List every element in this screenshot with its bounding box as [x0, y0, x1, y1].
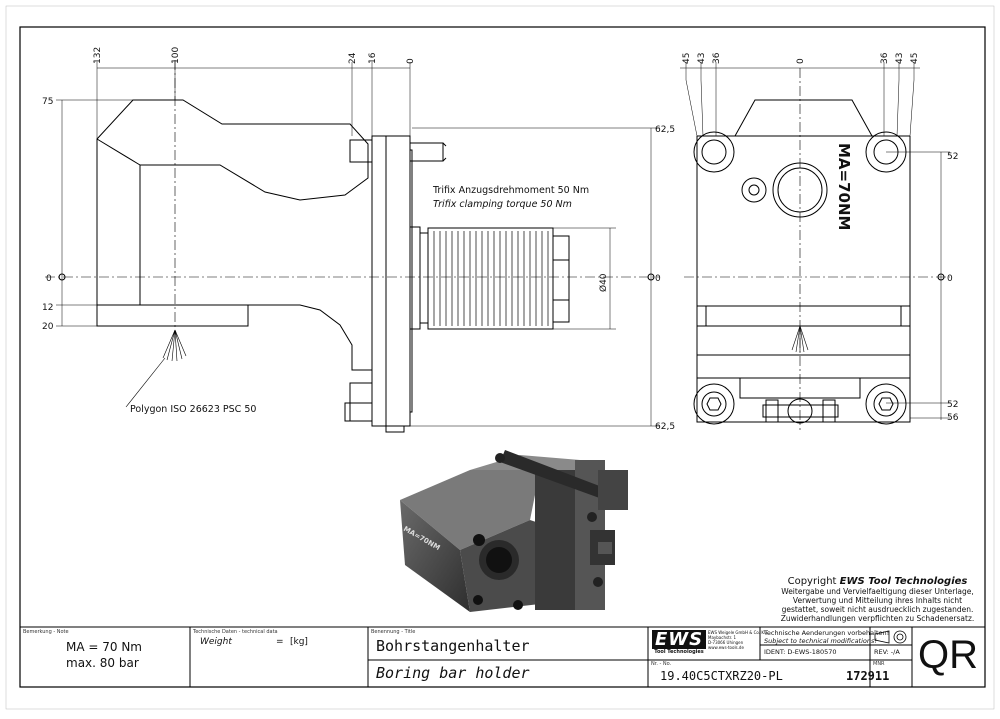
- qr-label: QR: [918, 633, 978, 677]
- part-number: 19.40C5CTXRZ20-PL: [660, 669, 783, 683]
- dim-52-bottom: 52: [947, 400, 958, 410]
- dim-62-5-bottom: 62,5: [655, 422, 675, 432]
- weight-eq: =: [276, 637, 284, 647]
- dim-24: 24: [348, 52, 358, 64]
- change-note-en: Subject to technical modifications!: [764, 637, 877, 645]
- dim-52-top: 52: [947, 152, 958, 162]
- dim-62-5-top: 62,5: [655, 125, 675, 135]
- side-view-dimensions: [56, 62, 660, 427]
- copyright-line: Weitergabe und Vervielfaeltigung dieser …: [781, 587, 974, 596]
- company-address: EWS Weigele GmbH & Co. KG Maybachstr. 1 …: [708, 630, 768, 650]
- dim-45-left: 45: [682, 53, 692, 64]
- dim-20: 20: [42, 322, 54, 332]
- body-engraving: MA=70NM: [835, 143, 853, 230]
- dim-75: 75: [42, 97, 53, 107]
- note-label: Bemerkung - Note: [23, 629, 69, 635]
- dim-36-right: 36: [880, 52, 890, 64]
- copyright-line: gestattet, soweit nicht ausdruecklich zu…: [781, 605, 974, 614]
- dim-0-mid: 0: [655, 274, 661, 284]
- change-note-de: Technische Aenderungen vorbehalten!: [764, 629, 890, 637]
- weight-unit: [kg]: [290, 637, 308, 647]
- mnr-label: MNR: [873, 661, 885, 667]
- title-en: Boring bar holder: [376, 664, 530, 682]
- title-de: Bohrstangenhalter: [376, 637, 530, 655]
- dim-0-far: 0: [947, 274, 953, 284]
- copyright-line: Verwertung und Mitteilung ihres Inhalts …: [792, 596, 963, 605]
- copyright-title: Copyright EWS Tool Technologies: [787, 576, 968, 587]
- tech-data-label: Technische Daten - technical data: [193, 629, 278, 635]
- front-view: [684, 68, 950, 430]
- polygon-label: Polygon ISO 26623 PSC 50: [130, 404, 256, 415]
- title-block-grid: [20, 626, 985, 687]
- dim-43-left: 43: [697, 53, 707, 64]
- ews-logo: EWS Tool Technologies: [652, 630, 706, 656]
- dim-diameter: Ø40: [598, 273, 609, 292]
- front-view-dimensions: [680, 62, 950, 420]
- dim-0-top: 0: [406, 58, 416, 64]
- note-line-2: max. 80 bar: [66, 656, 139, 670]
- copyright-line: Zuwiderhandlungen verpflichten zu Schade…: [780, 614, 975, 623]
- dim-0-front: 0: [796, 58, 806, 64]
- mnr-number: 172911: [846, 669, 890, 683]
- name-label: Benennung - Title: [371, 629, 416, 635]
- copyright-block: Copyright EWS Tool Technologies Weiterga…: [770, 576, 985, 623]
- dim-100: 100: [171, 47, 181, 64]
- dim-36-left: 36: [712, 52, 722, 64]
- dim-45-right: 45: [910, 53, 920, 64]
- side-view: [45, 60, 660, 433]
- torque-note-en: Trifix clamping torque 50 Nm: [433, 199, 572, 210]
- ident: IDENT: D-EWS-180570: [764, 648, 837, 656]
- dim-12: 12: [42, 303, 53, 313]
- dim-43-right: 43: [895, 53, 905, 64]
- torque-note-de: Trifix Anzugsdrehmoment 50 Nm: [432, 185, 589, 196]
- iso-view-3d: MA=70NM: [400, 450, 628, 612]
- dim-0-left: 0: [46, 274, 52, 284]
- number-label: Nr. - No.: [651, 661, 672, 667]
- dim-56: 56: [947, 413, 959, 423]
- revision: REV: -/A: [874, 648, 900, 656]
- projection-symbol-icon: [874, 630, 907, 644]
- note-line-1: MA = 70 Nm: [66, 640, 142, 654]
- dim-132: 132: [93, 47, 103, 64]
- dim-16: 16: [368, 52, 378, 64]
- weight-label: Weight: [200, 637, 232, 647]
